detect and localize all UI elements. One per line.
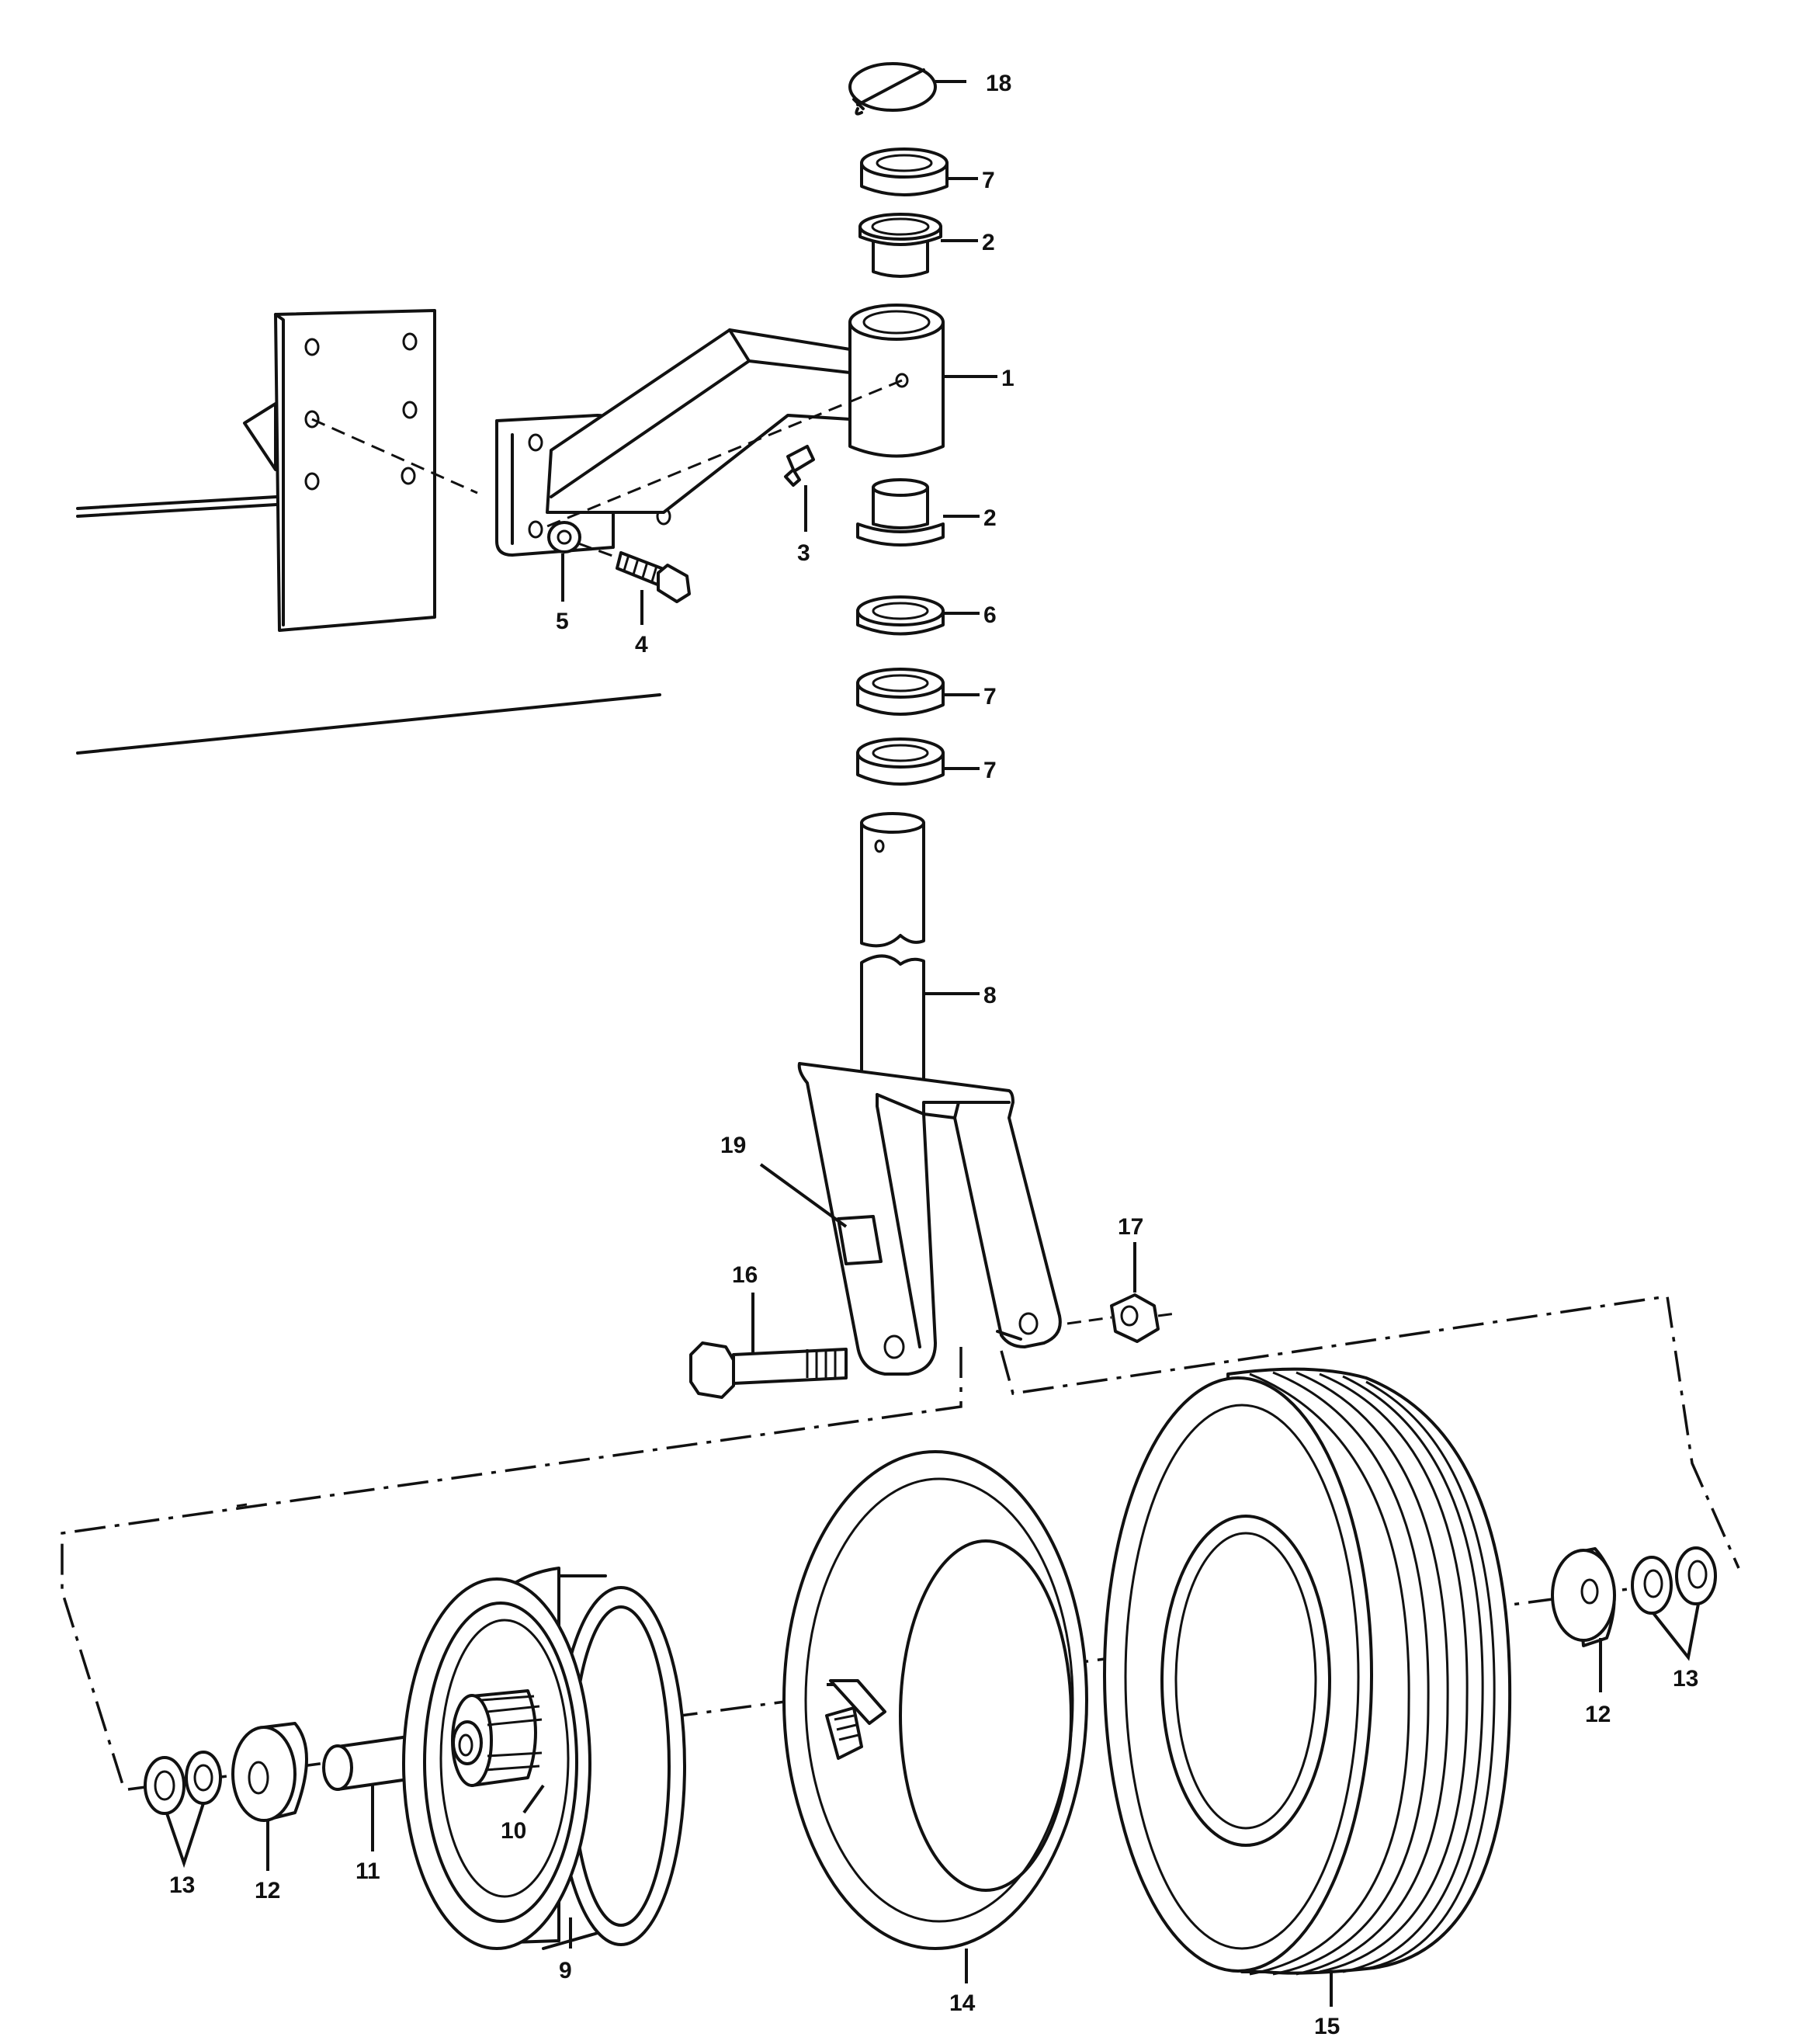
part-15-tire	[1103, 1367, 1512, 1976]
part-10-hub	[451, 1689, 543, 1787]
part-2-top-bushing	[858, 213, 942, 278]
leader-lines	[165, 80, 1700, 2007]
callout-12-left: 12	[255, 1878, 280, 1903]
mounting-plate	[274, 309, 478, 632]
part-3-grease-fitting	[784, 445, 815, 487]
part-7-top-spacer	[860, 147, 949, 196]
fork	[797, 1062, 1062, 1376]
callout-19: 19	[720, 1133, 746, 1158]
part-18-linch-pin	[848, 62, 937, 116]
callout-7-top: 7	[982, 168, 995, 193]
callout-14: 14	[949, 1990, 976, 2016]
callout-12-right: 12	[1585, 1702, 1611, 1727]
callout-7-a: 7	[983, 684, 997, 710]
part-9-wheel-rim	[402, 1567, 686, 1950]
part-12-bearing-right	[1551, 1547, 1616, 1647]
callout-13-right: 13	[1673, 1666, 1698, 1692]
callout-15: 15	[1314, 2014, 1340, 2039]
callout-2-lower: 2	[983, 505, 997, 531]
callout-16: 16	[732, 1262, 758, 1288]
callout-3: 3	[797, 540, 810, 566]
callout-18: 18	[986, 71, 1011, 96]
callout-17: 17	[1118, 1214, 1143, 1240]
callout-2-top: 2	[982, 230, 995, 255]
frame-beam	[76, 402, 661, 755]
assembly-boundary	[61, 1295, 1740, 1790]
callout-13-left: 13	[169, 1872, 195, 1898]
part-6-washer	[856, 595, 945, 636]
callout-11: 11	[356, 1858, 380, 1884]
part-7-spacer-a	[856, 668, 945, 716]
part-4-bolt	[577, 542, 691, 603]
callout-10: 10	[501, 1818, 526, 1844]
callout-5: 5	[556, 609, 569, 634]
part-1-swivel-arm	[495, 304, 945, 557]
callout-7-b: 7	[983, 758, 997, 783]
part-13-washers-right	[1631, 1546, 1717, 1615]
part-13-washers-left	[144, 1751, 222, 1815]
part-8-spindle	[860, 812, 925, 1088]
part-17-nut	[1067, 1293, 1177, 1343]
callout-9: 9	[559, 1958, 572, 1983]
callout-1: 1	[1001, 366, 1014, 391]
callout-labels: 18 7 2 1 3 2 5 4 6 7 7 8 19 16 17 10 11 …	[169, 71, 1698, 2039]
part-19-decal	[837, 1215, 883, 1265]
part-14-inner-tube	[782, 1450, 1088, 1950]
callout-6: 6	[983, 602, 997, 628]
part-16-bolt	[689, 1341, 848, 1399]
part-2-lower-bushing	[856, 478, 945, 547]
callout-8: 8	[983, 983, 997, 1008]
callout-4: 4	[635, 632, 648, 658]
part-12-bearing-left	[231, 1722, 308, 1822]
part-7-spacer-b	[856, 737, 945, 786]
part-5-washer	[547, 521, 581, 554]
